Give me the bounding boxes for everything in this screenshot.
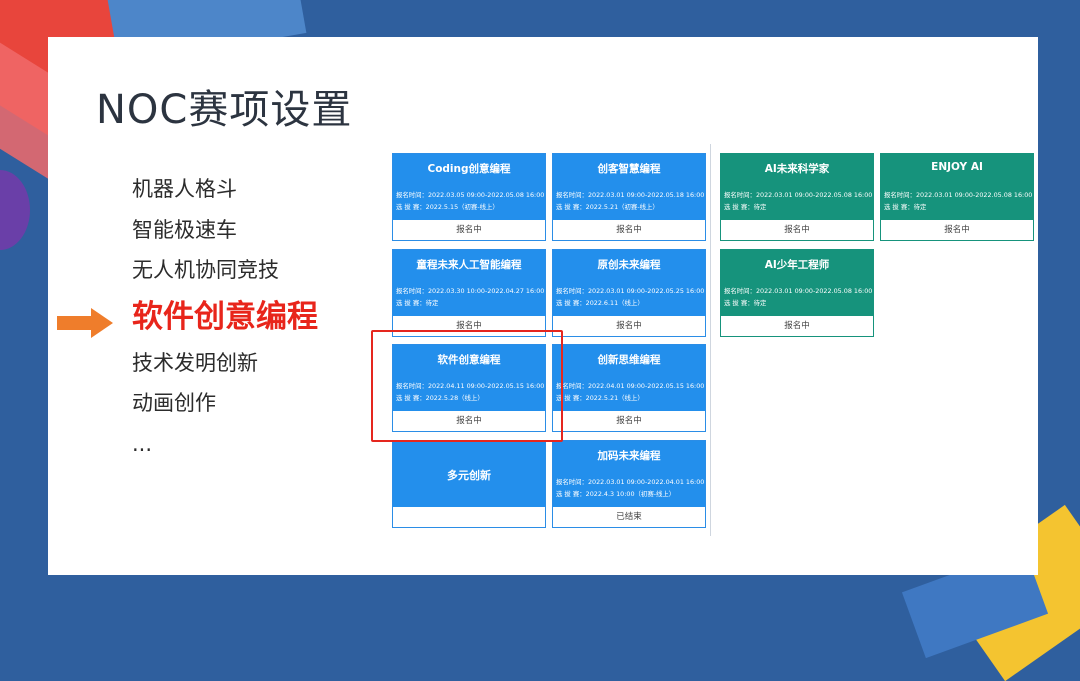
event-item[interactable]: 动画创作: [132, 391, 216, 415]
card-title: 加码未来编程: [597, 450, 661, 462]
contest-card[interactable]: Coding创意编程 报名时间：2022.03.05 09:00-2022.05…: [392, 153, 546, 241]
event-item[interactable]: 无人机协同竞技: [132, 258, 279, 282]
contest-card[interactable]: ENJOY AI 报名时间：2022.03.01 09:00-2022.05.0…: [880, 153, 1034, 241]
card-status[interactable]: 报名中: [456, 321, 482, 331]
card-title: ENJOY AI: [931, 161, 983, 173]
background-shape: [0, 170, 30, 250]
card-status[interactable]: 报名中: [456, 225, 482, 235]
card-registration-time: 报名时间：2022.03.01 09:00-2022.05.18 16:00: [556, 191, 705, 199]
contest-card[interactable]: 原创未来编程 报名时间：2022.03.01 09:00-2022.05.25 …: [552, 249, 706, 337]
card-status[interactable]: 报名中: [616, 416, 642, 426]
card-selection: 选 拔 赛：待定: [396, 299, 439, 307]
card-status[interactable]: 报名中: [784, 225, 810, 235]
card-title: Coding创意编程: [427, 163, 511, 175]
card-status[interactable]: 报名中: [616, 321, 642, 331]
card-selection: 选 拔 赛：待定: [724, 203, 767, 211]
event-item-active[interactable]: 软件创意编程: [132, 298, 318, 335]
contest-card[interactable]: 创新思维编程 报名时间：2022.04.01 09:00-2022.05.15 …: [552, 344, 706, 432]
card-title: 多元创新: [447, 469, 491, 482]
card-selection: 选 拔 赛：2022.5.21（初赛-线上）: [556, 203, 659, 211]
card-registration-time: 报名时间：2022.03.30 10:00-2022.04.27 16:00: [396, 287, 545, 295]
contest-card[interactable]: AI未来科学家 报名时间：2022.03.01 09:00-2022.05.08…: [720, 153, 874, 241]
card-registration-time: 报名时间：2022.03.01 09:00-2022.04.01 16:00: [556, 478, 705, 486]
card-selection: 选 拔 赛：2022.4.3 10:00（初赛-线上）: [556, 490, 676, 498]
card-status[interactable]: 报名中: [944, 225, 970, 235]
arrow-right-icon: [57, 308, 113, 338]
event-item-more: ...: [132, 431, 153, 456]
contest-card[interactable]: 童程未来人工智能编程 报名时间：2022.03.30 10:00-2022.04…: [392, 249, 546, 337]
card-registration-time: 报名时间：2022.04.01 09:00-2022.05.15 16:00: [556, 382, 705, 390]
contest-card[interactable]: 创客智慧编程 报名时间：2022.03.01 09:00-2022.05.18 …: [552, 153, 706, 241]
card-title: AI少年工程师: [764, 259, 830, 271]
card-selection: 选 拔 赛：2022.5.28（线上）: [396, 394, 484, 402]
card-selection: 选 拔 赛：2022.5.21（线上）: [556, 394, 644, 402]
card-selection: 选 拔 赛：待定: [884, 203, 927, 211]
card-status[interactable]: 已结束: [616, 512, 642, 522]
card-selection: 选 拔 赛：待定: [724, 299, 767, 307]
event-item[interactable]: 机器人格斗: [132, 177, 237, 201]
card-status[interactable]: 报名中: [616, 225, 642, 235]
highlight-box: [371, 330, 563, 442]
contest-card-highlighted[interactable]: 软件创意编程 报名时间：2022.04.11 09:00-2022.05.15 …: [392, 344, 546, 432]
card-registration-time: 报名时间：2022.03.05 09:00-2022.05.08 16:00: [396, 191, 545, 199]
event-item[interactable]: 技术发明创新: [132, 350, 258, 375]
contest-card[interactable]: AI少年工程师 报名时间：2022.03.01 09:00-2022.05.08…: [720, 249, 874, 337]
card-registration-time: 报名时间：2022.04.11 09:00-2022.05.15 16:00: [396, 382, 545, 390]
card-status[interactable]: 报名中: [784, 321, 810, 331]
contest-card[interactable]: 多元创新: [392, 440, 546, 528]
slide: NOC赛项设置 机器人格斗 智能极速车 无人机协同竞技 软件创意编程 技术发明创…: [48, 37, 1038, 575]
card-status[interactable]: 报名中: [456, 416, 482, 426]
card-registration-time: 报名时间：2022.03.01 09:00-2022.05.25 16:00: [556, 287, 705, 295]
card-title: 创新思维编程: [597, 354, 661, 366]
card-title: 童程未来人工智能编程: [416, 259, 522, 271]
card-title: 原创未来编程: [597, 259, 661, 271]
card-registration-time: 报名时间：2022.03.01 09:00-2022.05.08 16:00: [724, 191, 873, 199]
contest-card[interactable]: 加码未来编程 报名时间：2022.03.01 09:00-2022.04.01 …: [552, 440, 706, 528]
card-title: 软件创意编程: [437, 354, 501, 366]
event-list: 机器人格斗 智能极速车 无人机协同竞技 软件创意编程 技术发明创新 动画创作 .…: [132, 169, 432, 464]
card-selection: 选 拔 赛：2022.5.15（初赛-线上）: [396, 203, 499, 211]
card-title: AI未来科学家: [764, 163, 830, 175]
card-title: 创客智慧编程: [597, 163, 661, 175]
page-title: NOC赛项设置: [96, 87, 353, 133]
divider: [710, 144, 711, 536]
card-registration-time: 报名时间：2022.03.01 09:00-2022.05.08 16:00: [884, 191, 1033, 199]
card-status[interactable]: [393, 507, 545, 527]
card-registration-time: 报名时间：2022.03.01 09:00-2022.05.08 16:00: [724, 287, 873, 295]
card-selection: 选 拔 赛：2022.6.11（线上）: [556, 299, 644, 307]
event-item[interactable]: 智能极速车: [132, 217, 237, 242]
